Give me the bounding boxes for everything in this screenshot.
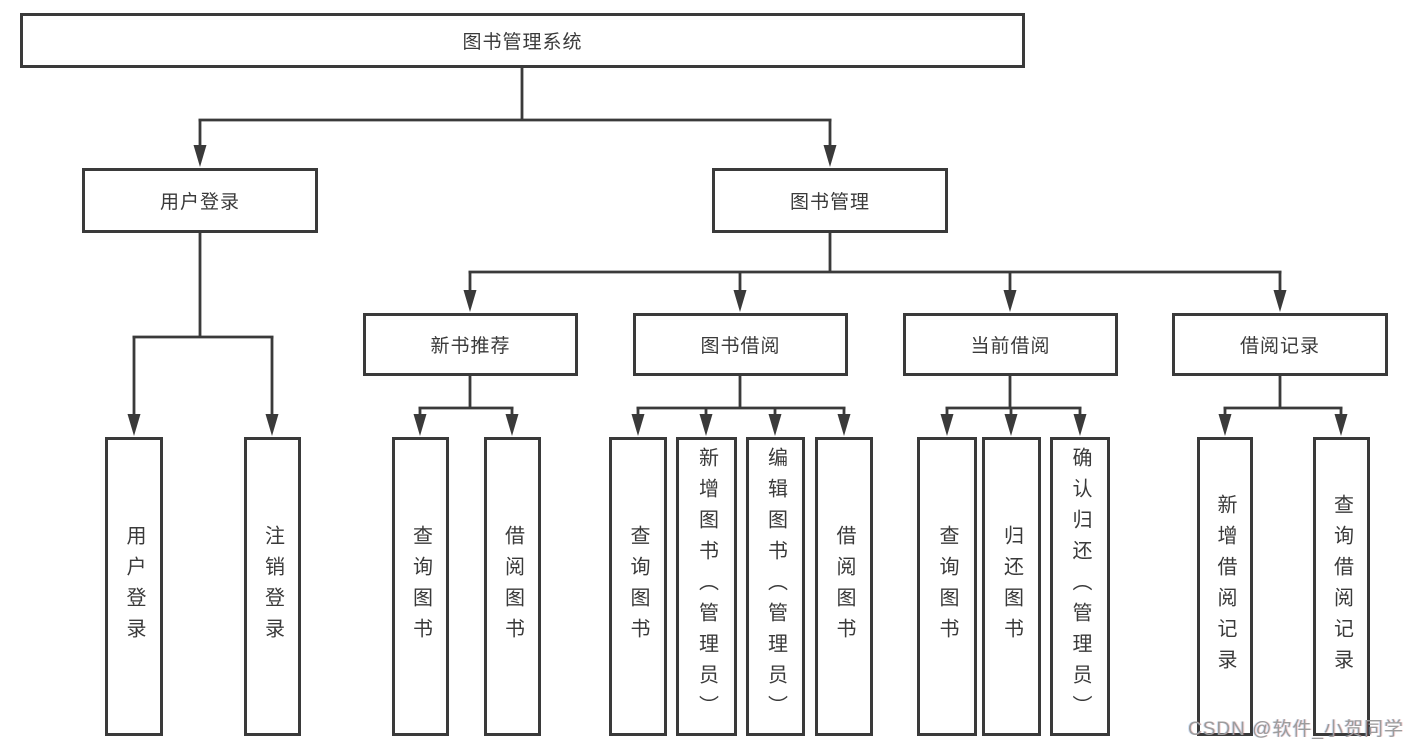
leaf-borrow-books-2: 借阅图书 bbox=[815, 437, 873, 736]
leaf-query-borrow-record: 查询借阅记录 bbox=[1313, 437, 1370, 736]
leaf-query-books-2-label: 查询图书 bbox=[627, 524, 649, 649]
leaf-edit-books-admin-label: 编辑图书（管理员） bbox=[764, 447, 787, 726]
leaf-confirm-return-admin: 确认归还（管理员） bbox=[1050, 437, 1110, 736]
watermark: CSDN @软件_小贺同学 bbox=[1188, 719, 1404, 740]
leaf-logout-label: 注销登录 bbox=[261, 524, 284, 649]
leaf-user-login-label: 用户登录 bbox=[123, 524, 145, 649]
node-book-management-label: 图书管理 bbox=[789, 192, 870, 213]
leaf-return-books-label: 归还图书 bbox=[1000, 524, 1023, 649]
leaf-query-books-3-label: 查询图书 bbox=[936, 524, 958, 649]
node-user-login-label: 用户登录 bbox=[159, 192, 240, 213]
leaf-add-books-admin-label: 新增图书（管理员） bbox=[695, 447, 718, 726]
node-new-book-recommend-label: 新书推荐 bbox=[430, 336, 511, 357]
arrowhead-icons bbox=[127, 145, 1348, 436]
leaf-return-books: 归还图书 bbox=[982, 437, 1041, 736]
leaf-edit-books-admin: 编辑图书（管理员） bbox=[746, 437, 805, 736]
node-book-management: 图书管理 bbox=[712, 168, 948, 233]
leaf-query-books-2: 查询图书 bbox=[609, 437, 667, 736]
leaf-query-borrow-record-label: 查询借阅记录 bbox=[1330, 493, 1353, 680]
leaf-borrow-books-2-label: 借阅图书 bbox=[833, 524, 855, 649]
leaf-add-borrow-record: 新增借阅记录 bbox=[1197, 437, 1253, 736]
node-borrowing-records: 借阅记录 bbox=[1172, 313, 1388, 376]
node-root-library-system: 图书管理系统 bbox=[20, 13, 1025, 68]
node-book-borrowing: 图书借阅 bbox=[633, 313, 848, 376]
node-user-login: 用户登录 bbox=[82, 168, 318, 233]
leaf-add-borrow-record-label: 新增借阅记录 bbox=[1214, 493, 1236, 680]
leaf-borrow-books-1: 借阅图书 bbox=[484, 437, 541, 736]
leaf-logout: 注销登录 bbox=[244, 437, 301, 736]
node-borrowing-records-label: 借阅记录 bbox=[1239, 336, 1320, 357]
node-new-book-recommend: 新书推荐 bbox=[363, 313, 578, 376]
leaf-user-login: 用户登录 bbox=[105, 437, 163, 736]
leaf-add-books-admin: 新增图书（管理员） bbox=[676, 437, 737, 736]
leaf-borrow-books-1-label: 借阅图书 bbox=[501, 524, 524, 649]
leaf-query-books-1-label: 查询图书 bbox=[409, 524, 432, 649]
leaf-query-books-3: 查询图书 bbox=[917, 437, 977, 736]
leaf-query-books-1: 查询图书 bbox=[392, 437, 449, 736]
leaf-confirm-return-admin-label: 确认归还（管理员） bbox=[1069, 447, 1091, 726]
node-current-borrowing-label: 当前借阅 bbox=[970, 336, 1051, 357]
node-root-label: 图书管理系统 bbox=[462, 32, 583, 53]
node-current-borrowing: 当前借阅 bbox=[903, 313, 1118, 376]
node-book-borrowing-label: 图书借阅 bbox=[700, 336, 781, 357]
